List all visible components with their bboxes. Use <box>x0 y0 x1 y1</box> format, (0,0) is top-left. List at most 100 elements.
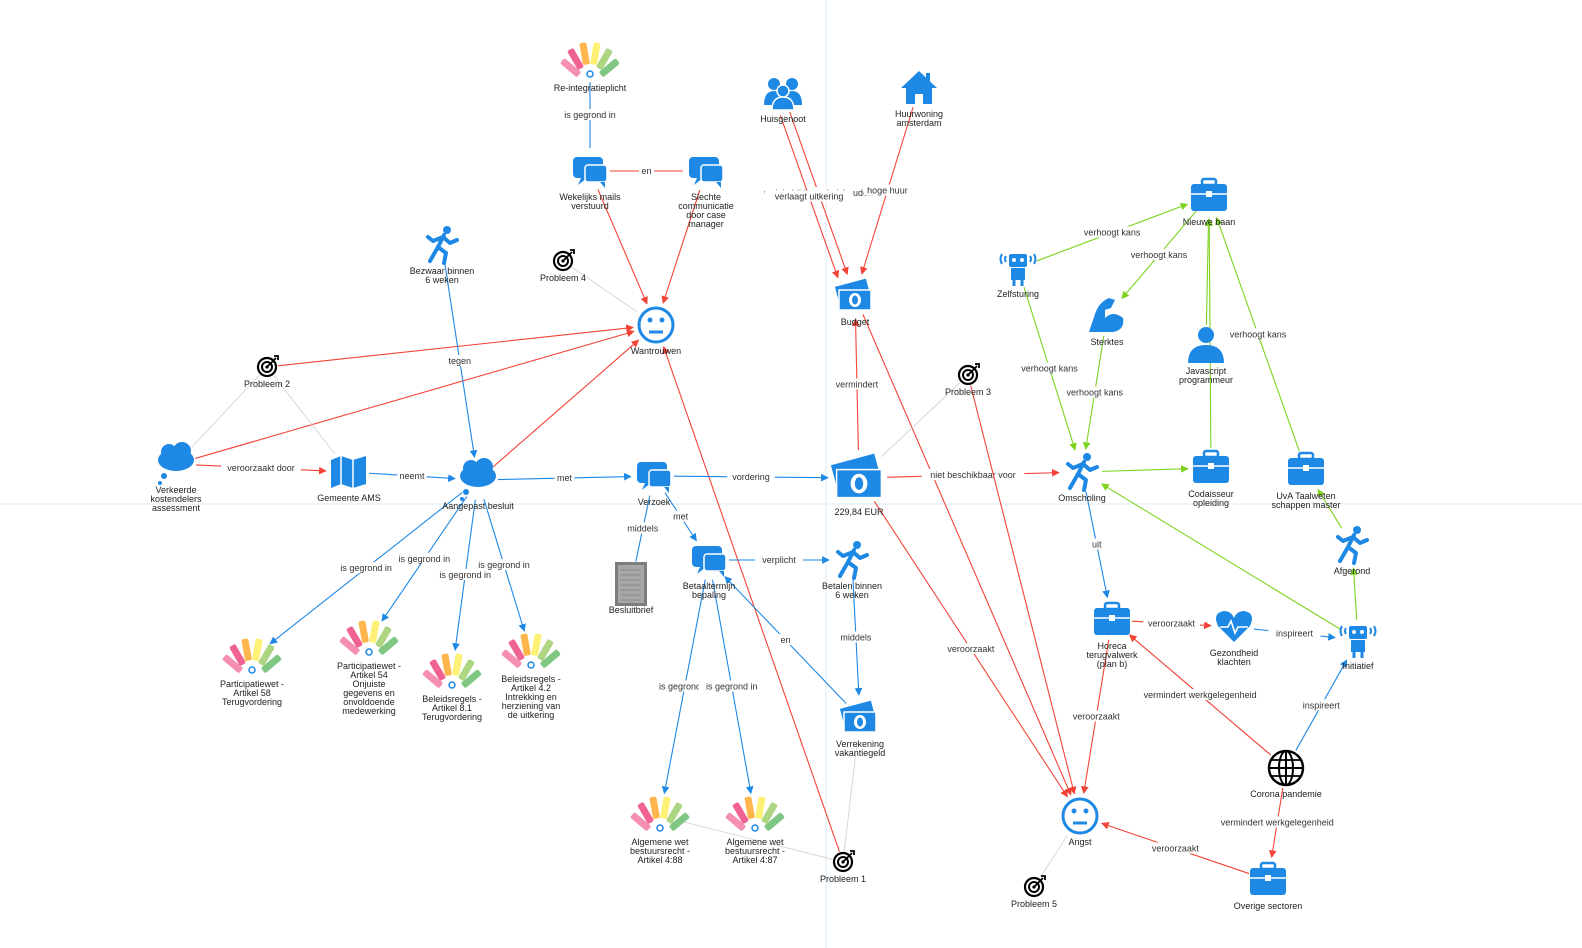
edge-nieuwebaan-sterktes[interactable]: verhoogt kans <box>1121 210 1197 300</box>
edge-betaaltermijn-awb487[interactable]: is gegrond in <box>698 579 765 795</box>
edge-verzoek-bedrag[interactable]: vordering <box>673 470 829 482</box>
edge-reintegratie-wekelijks[interactable]: is gegrond in <box>557 82 623 148</box>
edge-verzoek-besluitbrief[interactable]: middels <box>623 495 662 562</box>
edge-probleem1-verrekening[interactable] <box>843 740 858 852</box>
edge-gezondheid-initiatief[interactable]: inspireert <box>1253 627 1336 641</box>
edge-bedrag-angst[interactable]: veroorzaakt <box>873 501 1068 798</box>
edge-corona-initiatief[interactable]: inspireert <box>1295 659 1348 751</box>
edge-aangepast-pw58[interactable]: is gegrond in <box>269 491 463 645</box>
node-probleem5[interactable]: Probleem 5 <box>1011 875 1057 909</box>
node-overige[interactable]: Overige sectoren <box>1234 861 1303 911</box>
edge-javascript-nieuwebaan[interactable] <box>1204 218 1213 326</box>
edge-corona-overige[interactable]: vermindert werkgelegenheid <box>1214 787 1341 859</box>
edge-initiatief-omscholing[interactable] <box>1100 483 1342 631</box>
edge-verkeerde-gemeente[interactable]: veroorzaakt door <box>195 461 327 475</box>
edge-probleem2-verkeerde[interactable] <box>191 374 260 448</box>
node-reintegratie[interactable]: Re-integratieplicht <box>554 42 627 93</box>
node-budget[interactable]: Budget <box>834 278 872 327</box>
edge-betalen-verrekening[interactable]: middels <box>836 579 876 696</box>
node-aangepast[interactable]: Aangepast besluit <box>442 458 514 511</box>
node-probleem2[interactable]: Probleem 2 <box>244 355 290 389</box>
edge-corona-horeca[interactable]: vermindert werkgelegenheid <box>1128 634 1272 756</box>
node-probleem3[interactable]: Probleem 3 <box>945 363 991 397</box>
node-afgerond[interactable]: Afgerond <box>1334 526 1371 576</box>
edge-probleem3-angst[interactable] <box>970 385 1077 795</box>
node-verzoek[interactable]: Verzoek <box>637 462 672 507</box>
node-zelfsturing[interactable]: Zelfsturing <box>997 253 1039 299</box>
edge-betaaltermijn-awb488[interactable]: is gegrond in <box>651 579 718 795</box>
edge-omscholing-codaisseur[interactable] <box>1101 465 1189 473</box>
node-pw58[interactable]: Participatiewet -Artikel 58Terugvorderin… <box>220 638 284 707</box>
edge-slechte-wantrouwen[interactable] <box>661 189 701 304</box>
edge-wekelijks-slechte[interactable]: en <box>610 165 683 176</box>
edge-initiatief-afgerond[interactable] <box>1350 567 1358 621</box>
edge-aangepast-pw54[interactable]: is gegrond in <box>381 496 468 622</box>
node-gemeente[interactable]: Gemeente AMS <box>317 456 381 503</box>
edge-probleem1-wantrouwen[interactable] <box>662 345 840 852</box>
edge-gemeente-aangepast[interactable]: neemt <box>368 469 456 482</box>
edge-budget-angst[interactable] <box>862 314 1072 796</box>
node-nieuwebaan[interactable]: Nieuwe baan <box>1183 177 1236 227</box>
node-wantrouwen[interactable]: Wantrouwen <box>631 306 681 356</box>
node-besluitbrief[interactable]: Besluitbrief <box>609 562 654 615</box>
edge-zelfsturing-omscholing[interactable]: verhoogt kans <box>1016 286 1083 451</box>
edge-bedrag-omscholing[interactable]: niet beschikbaar voor <box>886 468 1060 480</box>
edge-bedrag-budget[interactable]: vermindert <box>830 318 883 451</box>
edge-horeca-gezondheid[interactable]: veroorzaakt <box>1131 617 1212 630</box>
node-corona[interactable]: Corona pandemie <box>1250 749 1322 799</box>
edge-sterktes-omscholing[interactable]: verhoogt kans <box>1061 335 1128 451</box>
edge-verzoek-betaaltermijn[interactable]: met <box>664 492 697 542</box>
node-probleem4[interactable]: Probleem 4 <box>540 249 586 283</box>
edge-overige-angst[interactable]: veroorzaakt <box>1101 822 1250 875</box>
edge-afgerond-uva[interactable] <box>1317 488 1343 529</box>
edge-aangepast-br81[interactable]: is gegrond in <box>432 499 499 651</box>
node-bedrag[interactable]: 229,84 EUR <box>830 453 884 517</box>
edge-probleem5-angst[interactable] <box>1039 835 1068 878</box>
edge-probleem1-awb488[interactable] <box>682 821 833 860</box>
edge-verkeerde-wantrouwen[interactable] <box>195 329 635 459</box>
edge-omscholing-horeca[interactable]: uit <box>1085 491 1110 599</box>
edge-huisgenoot-budget[interactable]: verlaagt uitkering <box>764 115 854 279</box>
edge-horeca-angst[interactable]: veroorzaakt <box>1067 639 1125 795</box>
running-person-icon <box>1336 526 1369 565</box>
edge-probleem2-gemeente[interactable] <box>273 375 336 455</box>
edge-uva-nieuwebaan[interactable]: verhoogt kans <box>1215 216 1300 452</box>
edge-bezwaar-aangepast[interactable]: tegen <box>444 264 478 459</box>
edge-probleem4-wantrouwen[interactable] <box>571 266 638 313</box>
node-sterktes[interactable]: Sterktes <box>1089 298 1124 347</box>
edge-betaaltermijn-betalen[interactable]: verplicht <box>729 554 830 565</box>
edge-aangepast-verzoek[interactable]: met <box>497 472 632 484</box>
node-initiatief[interactable]: Initiatief <box>1339 625 1377 671</box>
edge-probleem2-wantrouwen[interactable] <box>277 324 634 367</box>
node-angst[interactable]: Angst <box>1061 797 1099 847</box>
edge-verrekening-betaaltermijn[interactable]: en <box>724 576 847 704</box>
node-pw54[interactable]: Participatiewet -Artikel 54Onjuistegegev… <box>337 620 401 716</box>
node-probleem1[interactable]: Probleem 1 <box>820 850 866 884</box>
edge-probleem3-bedrag[interactable] <box>881 382 961 457</box>
edge-aangepast-wantrouwen[interactable] <box>492 339 640 468</box>
edge-wekelijks-wantrouwen[interactable] <box>597 189 648 305</box>
edge-aangepast-br42[interactable]: is gegrond in <box>471 498 537 632</box>
edge-huurwoning-budget[interactable]: hoge huur <box>860 106 914 275</box>
edge-zelfsturing-nieuwebaan[interactable]: verhoogt kans <box>1036 202 1189 262</box>
node-omscholing[interactable]: Omscholing <box>1058 453 1106 503</box>
node-huisgenoot[interactable]: Huisgenoot <box>760 78 806 124</box>
